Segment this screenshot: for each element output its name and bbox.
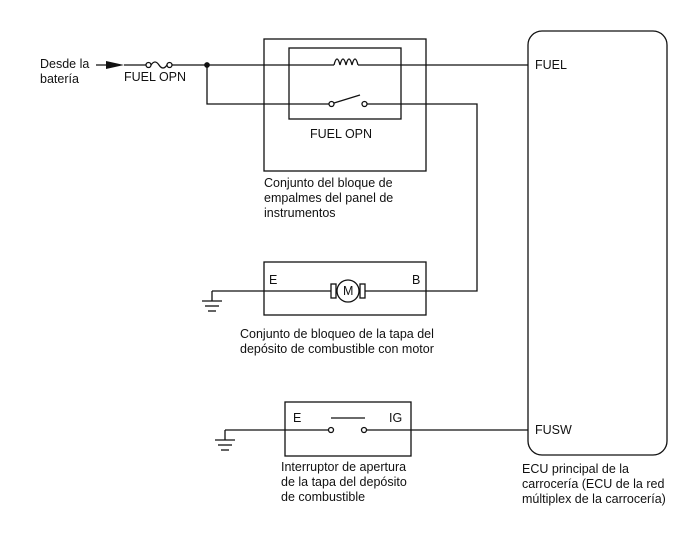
relay-coil-icon [333, 58, 359, 66]
fuse-icon [124, 61, 173, 69]
junction-block-box [263, 38, 427, 172]
wire-to-motor-b [367, 103, 478, 292]
motor-box [263, 261, 427, 316]
junction-block-caption-3: instrumentos [264, 206, 336, 220]
relay-contact-icon [328, 94, 368, 108]
relay-box [288, 47, 402, 120]
ecu-caption-1: ECU principal de la [522, 462, 629, 476]
motor-caption-1: Conjunto de bloqueo de la tapa del [240, 327, 434, 341]
motor-pin-e: E [269, 273, 278, 287]
battery-label-line1: Desde la [40, 57, 90, 71]
switch-contact-icon [327, 417, 368, 434]
switch-pin-ig: IG [389, 411, 403, 425]
ecu-caption-3: múltiplex de la carrocería) [522, 492, 666, 506]
junction-block-caption-2: empalmes del panel de [264, 191, 394, 205]
switch-pin-e: E [293, 411, 302, 425]
ecu-box [527, 30, 668, 456]
switch-caption-1: Interruptor de apertura [281, 460, 407, 474]
battery-label-line2: batería [40, 72, 79, 86]
junction-block-caption-1: Conjunto del bloque de [264, 176, 393, 190]
ecu-pin-fuel: FUEL [535, 58, 567, 72]
switch-caption-3: de combustible [281, 490, 366, 504]
ecu-caption-2: carrocería (ECU de la red [522, 477, 665, 491]
motor-icon [330, 279, 366, 303]
switch-caption-2: de la tapa del depósito [281, 475, 407, 489]
fuse-label: FUEL OPN [124, 70, 187, 84]
motor-pin-b: B [412, 273, 421, 287]
ground-icon [215, 430, 235, 451]
ecu-pin-fusw: FUSW [535, 423, 572, 437]
switch-box [284, 401, 412, 457]
wire-relay-contact-in [206, 65, 329, 105]
battery-arrow-icon [96, 61, 124, 69]
motor-caption-2: depósito de combustible con motor [240, 342, 434, 356]
relay-label: FUEL OPN [310, 127, 373, 141]
motor-symbol: M [343, 284, 354, 298]
ground-icon [202, 291, 222, 312]
